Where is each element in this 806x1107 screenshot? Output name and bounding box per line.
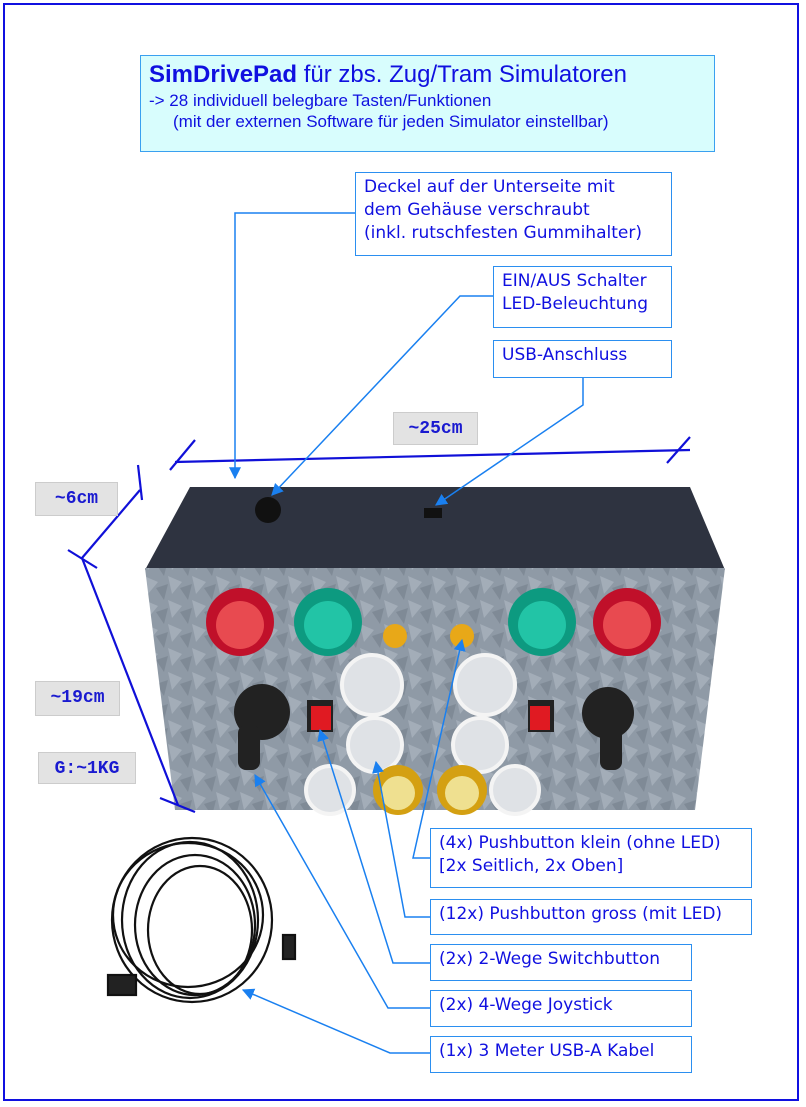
switch-buttons (307, 700, 554, 732)
callout-power-line: LED-Beleuchtung (502, 294, 649, 314)
callout-small-buttons: (4x) Pushbutton klein (ohne LED) [2x Sei… (430, 828, 752, 888)
callout-cover-line: dem Gehäuse verschraubt (364, 200, 590, 220)
simdrivepad-device (145, 487, 725, 816)
callout-usb: USB-Anschluss (493, 340, 672, 378)
headline: für zbs. Zug/Tram Simulatoren (297, 61, 627, 88)
callout-small-buttons-line: [2x Seitlich, 2x Oben] (439, 856, 624, 876)
callout-cover-line: (inkl. rutschfesten Gummihalter) (364, 223, 642, 243)
dimension-lines (67, 436, 691, 814)
callout-big-buttons: (12x) Pushbutton gross (mit LED) (430, 899, 752, 935)
callout-power: EIN/AUS Schalter LED-Beleuchtung (493, 266, 672, 328)
callout-cable: (1x) 3 Meter USB-A Kabel (430, 1036, 692, 1073)
outer-frame (3, 3, 799, 1101)
callout-cover-line: Deckel auf der Unterseite mit (364, 177, 615, 197)
dimension-depth: ~19cm (35, 681, 120, 716)
dimension-width: ~25cm (393, 412, 478, 445)
title-line-2: (mit der externen Software für jeden Sim… (173, 112, 609, 131)
device-top (145, 487, 725, 570)
callout-power-line: EIN/AUS Schalter (502, 271, 647, 291)
dimension-height: ~6cm (35, 482, 118, 516)
device-front (145, 568, 725, 810)
callout-joystick: (2x) 4-Wege Joystick (430, 990, 692, 1027)
title-box: SimDrivePad für zbs. Zug/Tram Simulatore… (140, 55, 715, 152)
usb-cable (106, 836, 297, 1004)
callout-cover: Deckel auf der Unterseite mit dem Gehäus… (355, 172, 672, 256)
callout-small-buttons-line: (4x) Pushbutton klein (ohne LED) (439, 833, 721, 853)
title-line-1: -> 28 individuell belegbare Tasten/Funkt… (149, 91, 492, 110)
power-switch (255, 497, 281, 523)
callout-switch: (2x) 2-Wege Switchbutton (430, 944, 692, 981)
leader-lines (229, 212, 584, 1054)
usb-port (424, 508, 442, 518)
joysticks (234, 684, 634, 770)
weight-label: G:~1KG (38, 752, 136, 784)
product-name: SimDrivePad (149, 61, 298, 88)
